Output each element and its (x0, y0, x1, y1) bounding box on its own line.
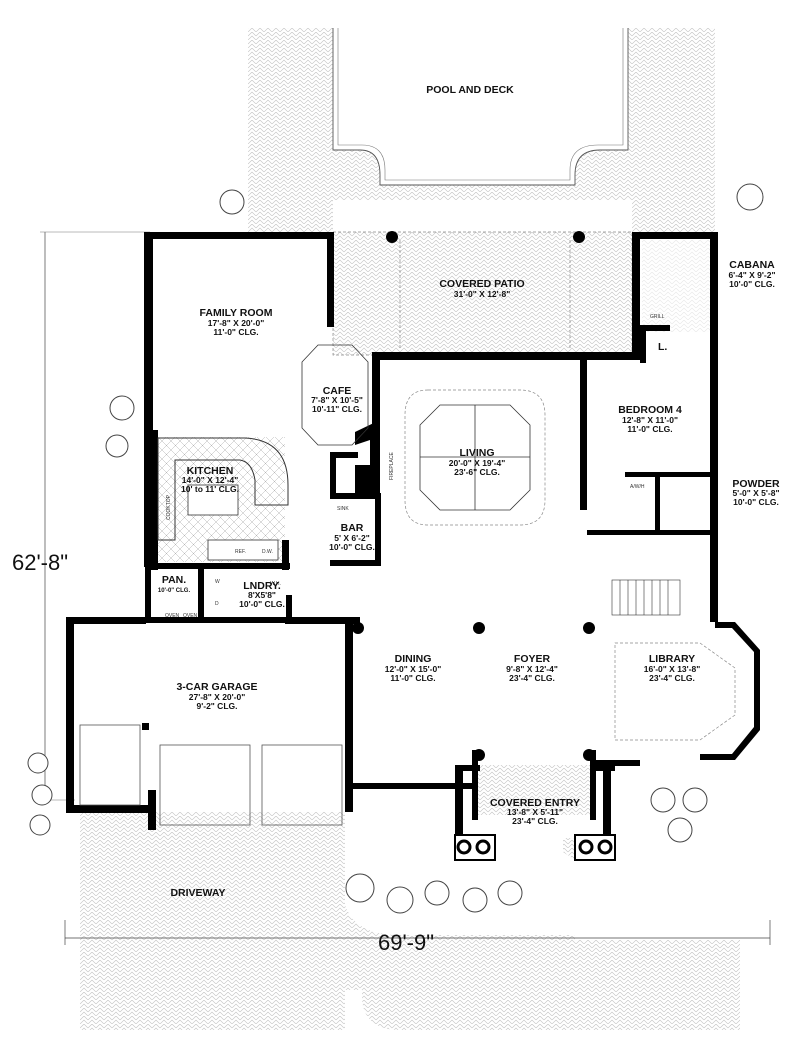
cafe-label: CAFE (323, 385, 352, 397)
library-ceiling-outline (614, 642, 736, 741)
cafe-dims: 7'-8" X 10'-5" (311, 395, 363, 405)
foyer-label: FOYER (514, 653, 551, 665)
cabana-dims: 6'-4" X 9'-2" (728, 270, 775, 280)
garage-doors (79, 724, 343, 826)
bedroom4-label: BEDROOM 4 (618, 404, 682, 416)
covered-patio-area (332, 231, 633, 356)
garage-label: 3-CAR GARAGE (176, 681, 257, 693)
family-room-ceiling: 11'-0" CLG. (213, 327, 258, 337)
family-room-dims: 17'-8" X 20'-0" (208, 318, 265, 328)
cafe-bay-outline (301, 344, 369, 446)
grill-label: GRILL (650, 314, 665, 320)
family-room-label: FAMILY ROOM (200, 307, 273, 319)
laundry-label: LNDRY. (243, 580, 281, 592)
width-dimension-line (64, 920, 771, 945)
dining-label: DINING (395, 653, 432, 665)
library-ceiling: 23'-4" CLG. (649, 673, 695, 683)
kitchen-label: KITCHEN (187, 465, 234, 477)
covered-entry-label: COVERED ENTRY (490, 797, 580, 809)
kitchen-island (187, 484, 239, 516)
living-label: LIVING (459, 447, 494, 459)
kitchen-dims: 14'-0" X 12'-4" (182, 475, 239, 485)
living-ceiling-pattern (404, 389, 546, 526)
dryer-label: D (215, 601, 219, 607)
powder-dims: 5'-0" X 5'-8" (732, 488, 779, 498)
oven2-label: OVEN (183, 613, 198, 619)
bedroom4-dims: 12'-8" X 11'-0" (622, 415, 678, 425)
pantry-label: PAN. (162, 574, 186, 586)
laundry-dims: 8'X5'8" (248, 590, 276, 600)
cabana-label: CABANA (729, 259, 775, 271)
bar-label: BAR (341, 522, 364, 534)
pool-deck-area (248, 28, 715, 232)
washer-label: W (215, 579, 220, 585)
column-icon (352, 231, 616, 861)
laundry-ceiling: 10'-0" CLG. (239, 599, 285, 609)
dining-ceiling: 11'-0" CLG. (390, 673, 435, 683)
powder-ceiling: 10'-0" CLG. (733, 497, 779, 507)
driveway-label: DRIVEWAY (170, 887, 225, 899)
oven1-label: OVEN (165, 613, 180, 619)
cooktop-label: COOKTOP (166, 494, 172, 520)
entry-walk (475, 765, 590, 815)
bar-ceiling: 10'-0" CLG. (329, 542, 375, 552)
dw-label: D.W. (262, 549, 273, 555)
sink-label: SINK (337, 506, 349, 512)
depth-dimension-line (40, 231, 150, 801)
laundry-closet-label: L. (658, 341, 667, 353)
living-ceiling: 23'-6" CLG. (454, 467, 500, 477)
stairs (611, 579, 681, 616)
foyer-ceiling: 23'-4" CLG. (509, 673, 555, 683)
overall-width-label: 69'-9" (378, 930, 434, 955)
garage-dims: 27'-8" X 20'-0" (189, 692, 246, 702)
living-dims: 20'-0" X 19'-4" (449, 458, 506, 468)
covered-patio-label: COVERED PATIO (439, 278, 524, 290)
pantry-ceiling: 10'-0" CLG. (158, 588, 191, 594)
bedroom4-ceiling: 11'-0" CLG. (627, 424, 672, 434)
cabana-ceiling: 10'-0" CLG. (729, 279, 775, 289)
covered-patio-dims: 31'-0" X 12'-8" (454, 289, 511, 299)
library-label: LIBRARY (649, 653, 695, 665)
fireplace-label: FIREPLACE (389, 452, 395, 480)
kitchen-ceiling: 10' to 11' CLG. (181, 484, 239, 494)
cafe-ceiling: 10'-11" CLG. (312, 404, 362, 414)
overall-depth-label: 62'-8" (12, 550, 68, 575)
driveway-area (80, 812, 740, 1030)
powder-label: POWDER (732, 478, 780, 490)
library-dims: 16'-0" X 13'-8" (644, 664, 701, 674)
pool-label: POOL AND DECK (426, 84, 514, 96)
garage-ceiling: 9'-2" CLG. (196, 701, 237, 711)
walls (66, 232, 760, 835)
covered-entry-ceiling: 23'-4" CLG. (512, 816, 558, 826)
tree-icon (27, 183, 764, 914)
aw-label: A/W/H (630, 484, 645, 490)
covered-entry-dims: 13'-8" X 5'-11" (507, 807, 563, 817)
ref-label: REF. (235, 549, 246, 555)
wh-label: W.H. (270, 581, 281, 587)
dining-dims: 12'-0" X 15'-0" (385, 664, 442, 674)
foyer-dims: 9'-8" X 12'-4" (506, 664, 558, 674)
kitchen-counter (157, 437, 289, 541)
bar-dims: 5' X 6'-2" (334, 533, 369, 543)
